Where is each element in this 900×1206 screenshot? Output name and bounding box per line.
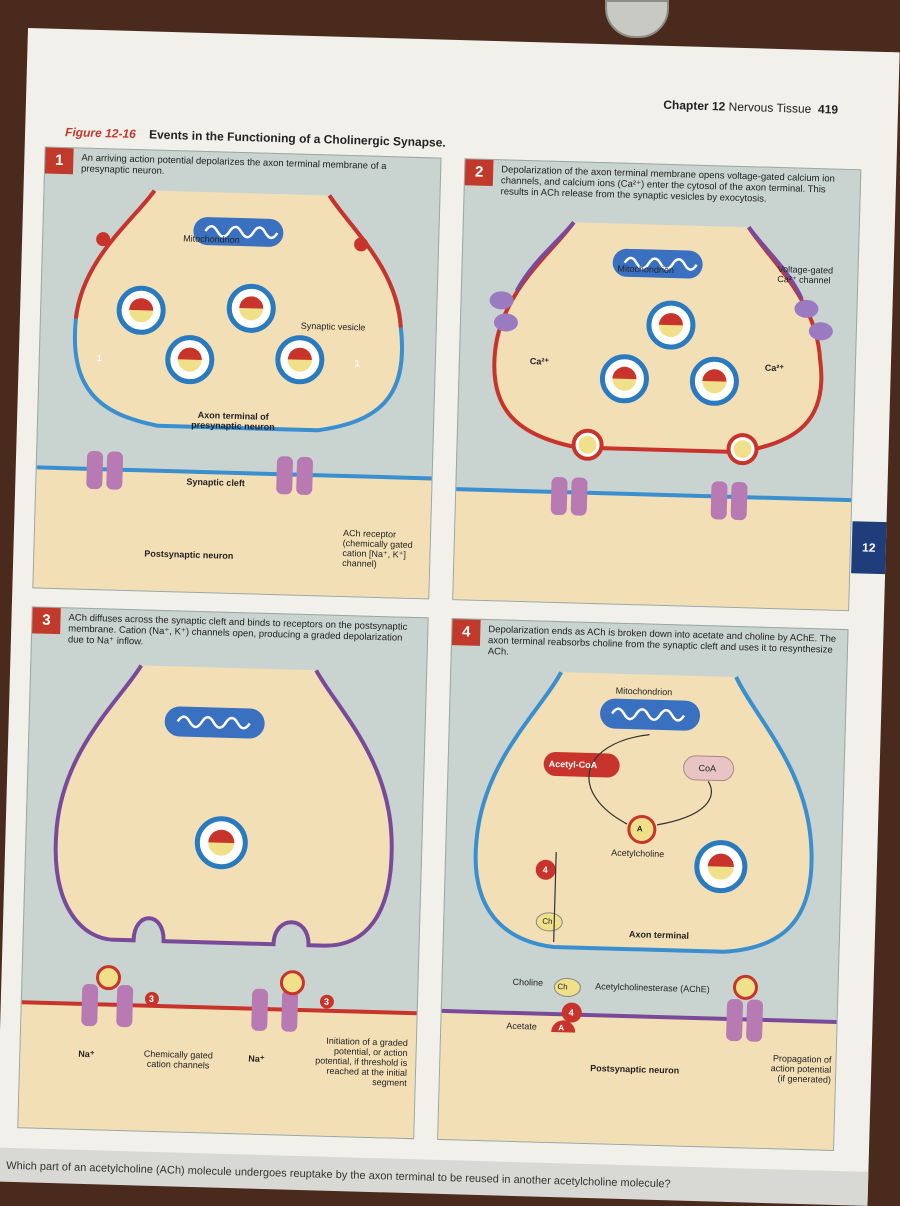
vesicle (646, 300, 696, 350)
initiation-label: Initiation of a graded potential, or act… (315, 1035, 408, 1088)
coin (605, 0, 669, 38)
ach-receptor (81, 965, 134, 1028)
figure-caption: Figure 12-16 Events in the Functioning o… (65, 125, 446, 150)
choline-label: Choline (512, 976, 544, 988)
exocytosis (726, 433, 759, 466)
acetylcholine-label: Acetylcholine (611, 847, 665, 860)
cleft-label: Synaptic cleft (186, 476, 246, 489)
vesicle (689, 356, 739, 406)
vesicle (116, 285, 166, 335)
acetylcoa-label: Acetyl-CoA (548, 758, 598, 771)
exocytosis (571, 428, 604, 461)
panel-4-diagram (438, 671, 837, 1150)
vesicle (165, 335, 215, 385)
panel-4: 4 Depolarization ends as ACh is broken d… (437, 618, 849, 1151)
chapter-tab: 12 (851, 521, 887, 575)
ca-channel (794, 299, 833, 341)
page-header: Chapter 12 Nervous Tissue 419 (663, 98, 838, 117)
vesicle (599, 354, 649, 404)
step-3-marker: 3 (148, 993, 155, 1004)
coa-label: CoA (698, 763, 717, 774)
ach-receptor (550, 476, 588, 516)
figure-title: Events in the Functioning of a Cholinerg… (148, 127, 446, 150)
step-3-marker: 3 (323, 996, 330, 1007)
ach-receptor (710, 481, 748, 521)
ach-receptor (86, 450, 124, 490)
chapter-label: Chapter 12 (663, 97, 726, 114)
textbook-page: Chapter 12 Nervous Tissue 419 Figure 12-… (0, 28, 900, 1206)
ach-receptor (726, 974, 763, 1042)
step-1-marker: 1 (96, 353, 102, 364)
step-4-marker: 4 (542, 864, 548, 875)
receptor-label: ACh receptor (chemically gated cation [N… (342, 527, 413, 569)
ca-channel-label: Voltage-gated Ca²⁺ channel (777, 264, 834, 286)
mitochondrion-label: Mitochondrion (615, 685, 673, 698)
na-label: Na⁺ (78, 1048, 95, 1060)
question-text: Which part of an acetylcholine (ACh) mol… (0, 1147, 869, 1206)
panel-3-diagram (18, 664, 417, 1139)
panel-1-diagram (33, 189, 432, 599)
ch-symbol: Ch (557, 982, 568, 992)
panel-2-diagram (453, 221, 852, 611)
propagation-label: Propagation of action potential (if gene… (770, 1053, 832, 1085)
acetate-label: Acetate (506, 1020, 537, 1032)
acetate-symbol: A (558, 1023, 565, 1033)
ach-receptor (251, 970, 305, 1032)
page-number: 419 (817, 102, 839, 117)
panel-2: 2 Depolarization of the axon terminal me… (452, 158, 862, 612)
ca-label: Ca²⁺ (764, 362, 785, 374)
terminal-label: Axon terminal (628, 929, 690, 941)
vesicle (694, 840, 748, 894)
terminal-label: Axon terminal of presynaptic neuron (191, 409, 275, 433)
vesicle (275, 335, 325, 385)
na-label: Na⁺ (248, 1053, 265, 1065)
ch-symbol: Ch (542, 916, 553, 926)
mitochondrion-label: Mitochondrion (183, 233, 240, 245)
vesicle-label: Synaptic vesicle (300, 320, 366, 333)
ach-a: A (636, 824, 643, 834)
panel-1: 1 An arriving action potential depolariz… (32, 146, 442, 600)
ach-receptor (276, 456, 313, 495)
step-4-marker: 4 (568, 1007, 574, 1018)
figure-number: Figure 12-16 (64, 125, 136, 142)
step-1-marker: 1 (354, 358, 360, 369)
panel-3: 3 ACh diffuses across the synaptic cleft… (17, 606, 429, 1140)
section-label: Nervous Tissue (728, 99, 812, 116)
mitochondrion-label: Mitochondrion (617, 263, 675, 276)
ca-channel (489, 291, 518, 332)
vesicle (226, 283, 276, 333)
ca-label: Ca²⁺ (529, 356, 550, 367)
chemgated-label: Chemically gated cation channels (143, 1048, 214, 1071)
vesicle (194, 816, 248, 870)
